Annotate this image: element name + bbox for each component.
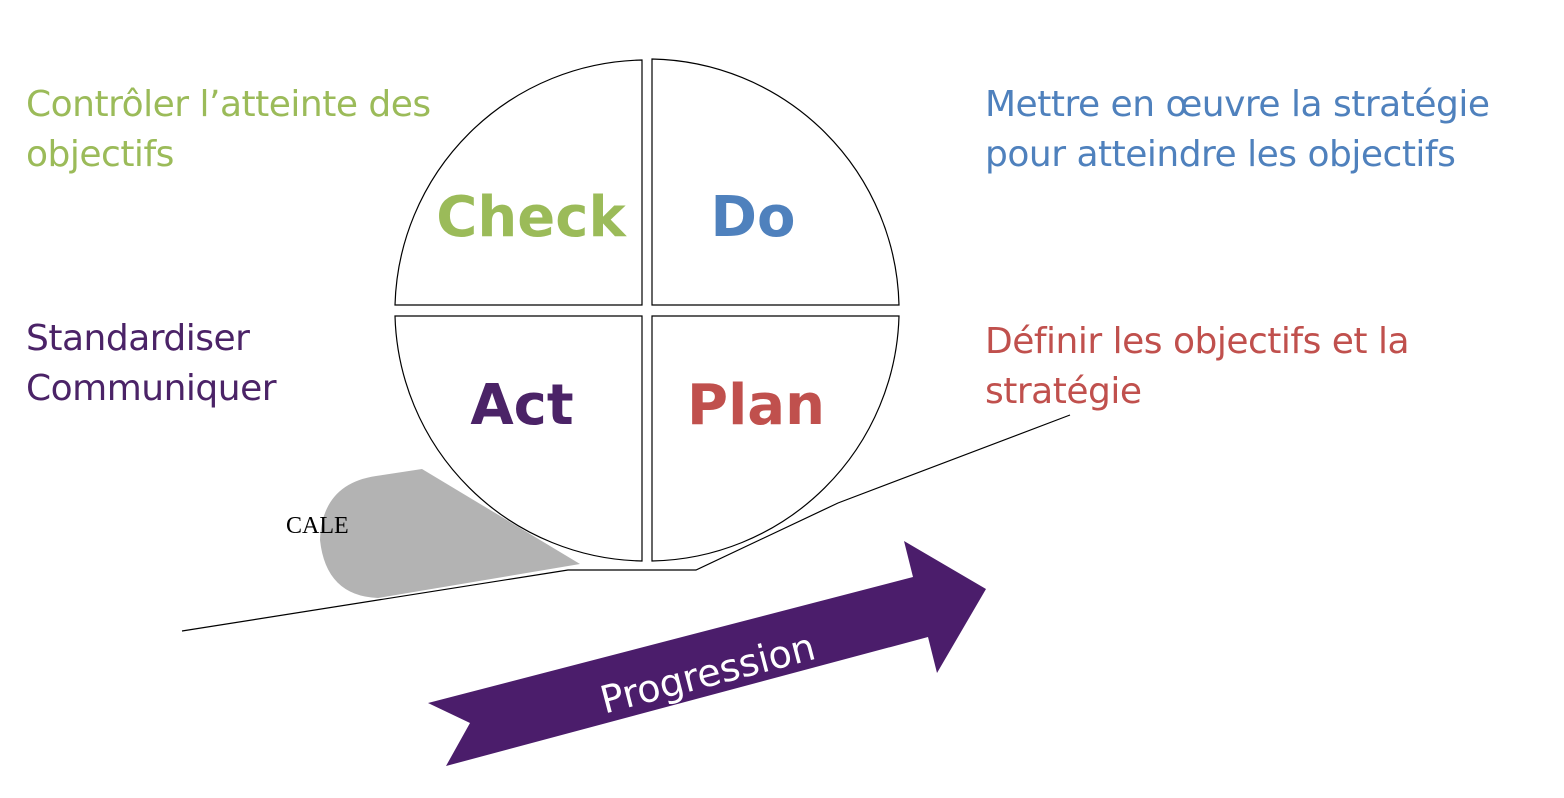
progression-arrow — [428, 541, 986, 766]
act-label: Act — [470, 373, 573, 438]
do-quadrant — [651, 58, 900, 306]
check-label: Check — [436, 185, 627, 250]
check-description-line: objectifs — [26, 134, 174, 175]
act-quadrant — [394, 315, 643, 562]
wedge-shape — [320, 469, 580, 598]
check-description-line: Contrôler l’atteinte des — [26, 84, 431, 125]
slope-line — [181, 414, 1071, 632]
plan-description-line: Définir les objectifs et la — [985, 321, 1410, 362]
do-label: Do — [711, 185, 796, 250]
do-description-line: Mettre en œuvre la stratégie — [985, 84, 1490, 125]
plan-label: Plan — [687, 373, 825, 438]
act-description: Standardiser Communiquer — [26, 314, 277, 414]
check-quadrant — [394, 59, 643, 306]
act-description-line: Standardiser — [26, 318, 250, 359]
plan-description-line: stratégie — [985, 371, 1142, 412]
plan-quadrant — [651, 315, 900, 562]
check-description: Contrôler l’atteinte des objectifs — [26, 80, 431, 180]
do-description-line: pour atteindre les objectifs — [985, 134, 1456, 175]
wedge-label: CALE — [286, 513, 349, 539]
plan-description: Définir les objectifs et la stratégie — [985, 317, 1410, 417]
do-description: Mettre en œuvre la stratégie pour attein… — [985, 80, 1490, 180]
act-description-line: Communiquer — [26, 368, 277, 409]
